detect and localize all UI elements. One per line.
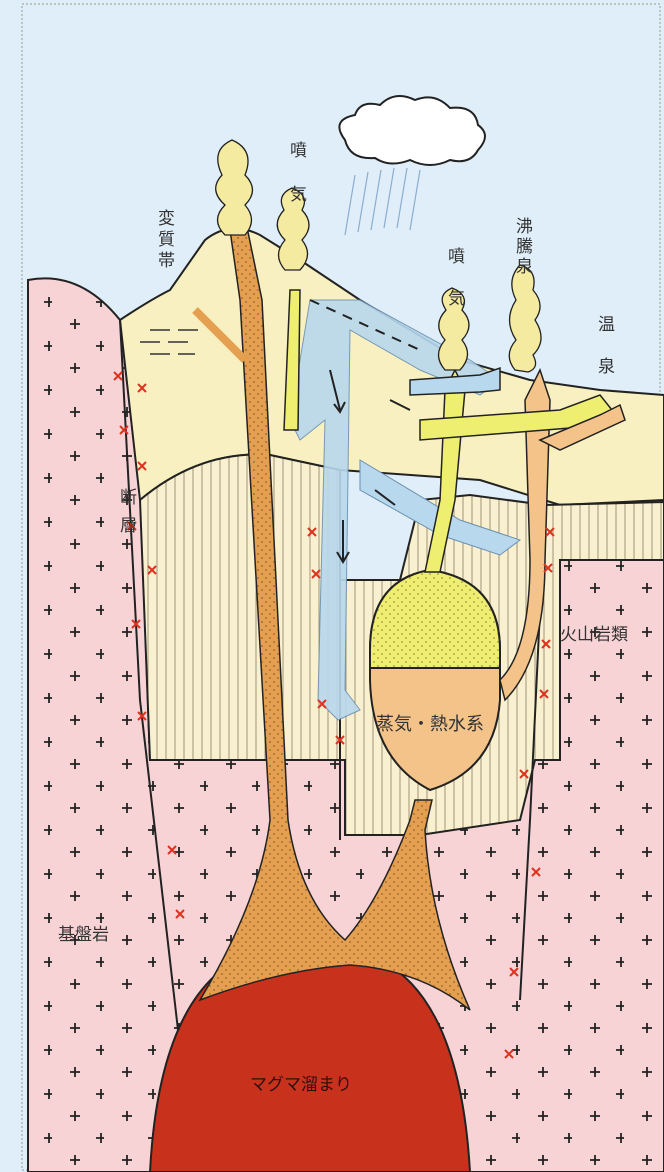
svg-text:泉: 泉 — [598, 357, 615, 377]
svg-text:変: 変 — [158, 209, 175, 229]
label-geothermal-system: 蒸気・熱水系 — [376, 714, 484, 735]
svg-text:噴: 噴 — [448, 247, 465, 267]
svg-text:層: 層 — [120, 516, 137, 536]
svg-text:騰: 騰 — [516, 237, 533, 257]
svg-text:気: 気 — [448, 289, 465, 309]
svg-text:気: 気 — [290, 185, 307, 205]
label-alteration-zone: 変 質 帯 — [158, 209, 175, 271]
label-volcanic-rocks: 火山岩類 — [560, 625, 628, 645]
svg-text:帯: 帯 — [158, 251, 175, 271]
svg-text:泉: 泉 — [516, 257, 533, 277]
svg-text:沸: 沸 — [516, 217, 533, 237]
svg-text:断: 断 — [120, 488, 137, 508]
label-magma-chamber: マグマ溜まり — [250, 1075, 352, 1095]
svg-text:温: 温 — [598, 315, 615, 335]
label-basement-rock: 基盤岩 — [58, 925, 109, 945]
svg-text:質: 質 — [158, 230, 175, 250]
label-boiling-spring: 沸 騰 泉 — [516, 217, 533, 277]
svg-text:噴: 噴 — [290, 141, 307, 161]
